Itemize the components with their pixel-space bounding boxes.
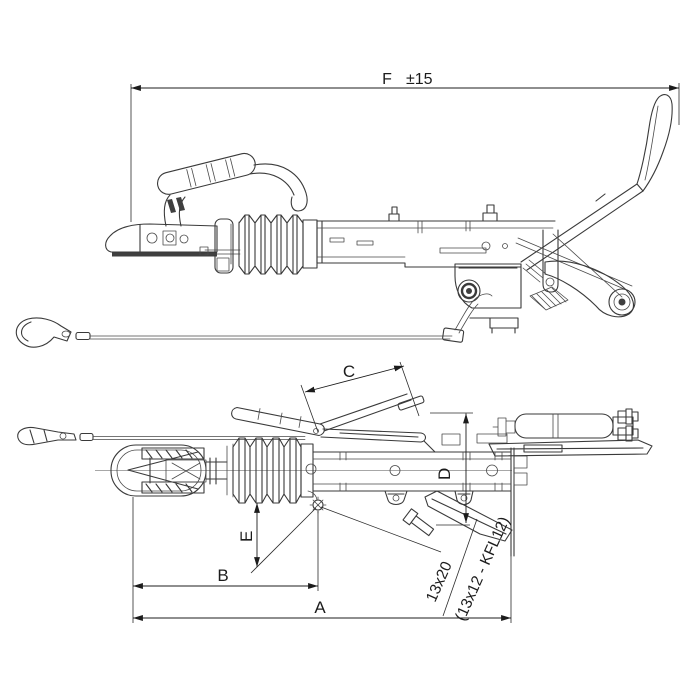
dimension-f: F ±15	[130, 71, 680, 222]
breakaway-cable-side	[15, 317, 453, 348]
cable-line-side	[89, 335, 453, 340]
cable-line-plan	[92, 436, 306, 440]
angled-bolt	[402, 508, 435, 537]
carabiner-plan	[17, 426, 77, 446]
handle-grip	[157, 152, 256, 195]
carabiner-side	[15, 317, 72, 348]
mount-lug	[454, 490, 474, 506]
dim-e-label: E	[237, 531, 256, 542]
shock-absorber-plan	[488, 408, 653, 457]
head-base-plate	[112, 252, 217, 257]
dimension-c: C	[300, 361, 420, 433]
coupling-head-plan	[110, 444, 228, 497]
dimension-a: A	[132, 497, 512, 623]
bellows-side	[230, 214, 318, 275]
coupling-head-side	[105, 152, 308, 257]
housing-side	[316, 204, 559, 309]
mounting-hole-callout: 13x20 (13x12 - KFL12)	[423, 514, 513, 623]
plan-view	[17, 393, 653, 574]
rubber-damper-hatch	[529, 286, 569, 311]
dimension-b: B	[133, 511, 319, 591]
cable-clamp	[442, 327, 465, 343]
lower-bracket	[469, 317, 519, 334]
dim-f-label: F	[382, 71, 392, 88]
side-view	[15, 94, 673, 348]
dim-a-label: A	[314, 598, 326, 617]
damper-plate	[488, 439, 653, 457]
handbrake-lever-plan	[231, 393, 436, 453]
damper-linkage-side	[442, 233, 636, 343]
dimension-d: D	[430, 412, 473, 526]
dim-c-label: C	[343, 362, 355, 381]
hole-size-label: 13x20	[423, 559, 456, 605]
leader-lines	[250, 506, 442, 574]
handbrake-lever-side	[520, 94, 673, 271]
lever-fork	[542, 229, 559, 293]
breakaway-cable-plan	[17, 426, 306, 446]
clamp-flange-side	[199, 218, 241, 274]
ratchet-detail	[522, 259, 547, 283]
cable-ferrule-side	[75, 331, 91, 341]
flange-bolt-hole	[307, 490, 327, 514]
hole-alt-label: (13x12 - KFL12)	[452, 514, 513, 623]
lever-grip-plan	[231, 406, 325, 437]
dim-d-label: D	[435, 468, 454, 480]
dimension-e: E	[237, 503, 260, 567]
housing-bolt-large	[482, 204, 498, 222]
mount-lug	[384, 490, 408, 506]
dim-b-label: B	[217, 566, 228, 585]
cable-guide	[454, 293, 493, 334]
bellows-plan	[226, 437, 314, 504]
mounting-bracket-plan	[402, 490, 513, 542]
lever-end-cap	[397, 395, 425, 411]
damper-bolts	[617, 408, 639, 442]
housing-bolt-small	[388, 206, 400, 222]
dim-f-tolerance: ±15	[406, 71, 433, 88]
swing-arm	[544, 260, 635, 318]
lever-grip-blade	[636, 94, 673, 192]
